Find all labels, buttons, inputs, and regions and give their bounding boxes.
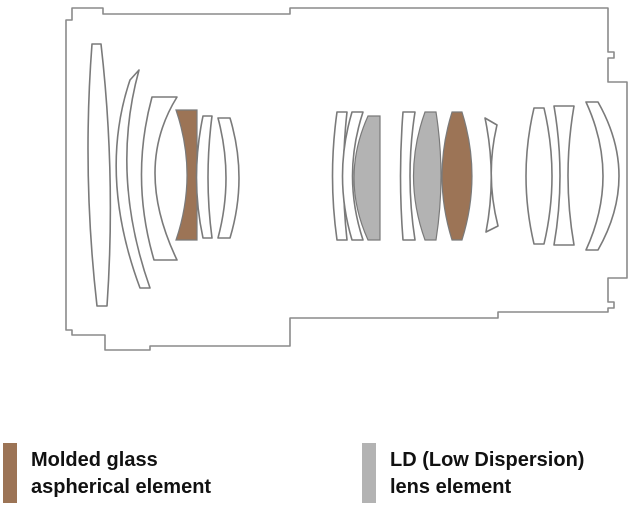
aspherical-element-12: [441, 111, 473, 241]
ld-element-9: [353, 115, 381, 241]
lens-element-5: [195, 115, 213, 239]
legend-swatch-low-dispersion: [362, 443, 376, 503]
lens-element-6: [217, 117, 240, 239]
lens-element-2: [115, 69, 151, 289]
lens-element-15: [553, 105, 575, 246]
legend-line: aspherical element: [31, 476, 212, 498]
ld-element-11: [412, 111, 442, 241]
legend-label-molded-aspherical: Molded glass aspherical element: [31, 447, 211, 501]
aspherical-element-4: [175, 109, 198, 241]
lens-barrel-outline: [65, 7, 628, 351]
lens-element-3: [140, 96, 178, 261]
lens-element-16: [585, 101, 620, 251]
legend-low-dispersion: LD (Low Dispersion) lens element: [362, 443, 584, 503]
lens-element-10: [399, 111, 416, 241]
lens-element-14: [525, 107, 553, 245]
lens-element-13: [484, 117, 499, 233]
legend-label-low-dispersion: LD (Low Dispersion) lens element: [390, 447, 584, 501]
legend-molded-aspherical: Molded glass aspherical element: [3, 443, 211, 503]
legend-line: Molded glass: [31, 449, 158, 471]
lens-construction-diagram: [65, 7, 628, 351]
legend-line: LD (Low Dispersion): [390, 449, 585, 471]
lens-element-8: [341, 111, 364, 241]
legend-line: lens element: [390, 476, 512, 498]
legend-swatch-molded-aspherical: [3, 443, 17, 503]
lens-element-1: [87, 43, 112, 307]
